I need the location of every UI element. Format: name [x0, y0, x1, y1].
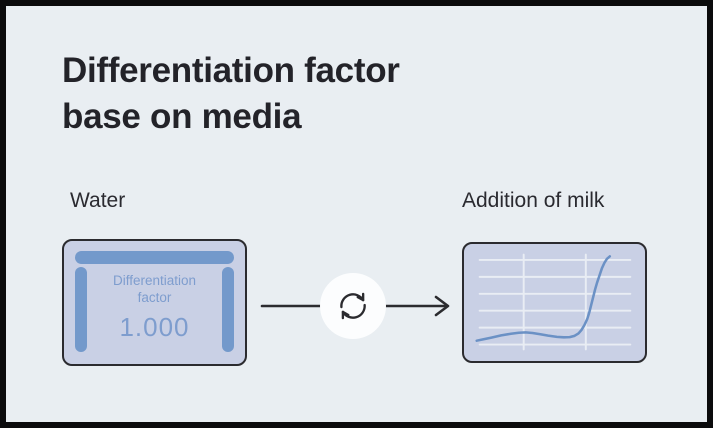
milk-chart	[475, 253, 632, 351]
card-header-bar	[75, 251, 234, 264]
card-left-bar	[75, 267, 87, 352]
arrowhead-icon	[434, 295, 450, 317]
card-right-bar	[222, 267, 234, 352]
figure-title-line2: base on media	[62, 97, 302, 136]
differentiation-factor-value: 1.000	[119, 312, 190, 342]
sync-icon	[340, 292, 366, 320]
figure-title: Differentiation factor base on media	[62, 48, 400, 140]
figure-title-line1: Differentiation factor	[62, 51, 400, 90]
connector-circle	[320, 273, 386, 339]
transform-connector	[260, 273, 450, 339]
water-label: Water	[70, 189, 126, 212]
milk-label: Addition of milk	[462, 189, 605, 212]
milk-card	[462, 242, 647, 363]
